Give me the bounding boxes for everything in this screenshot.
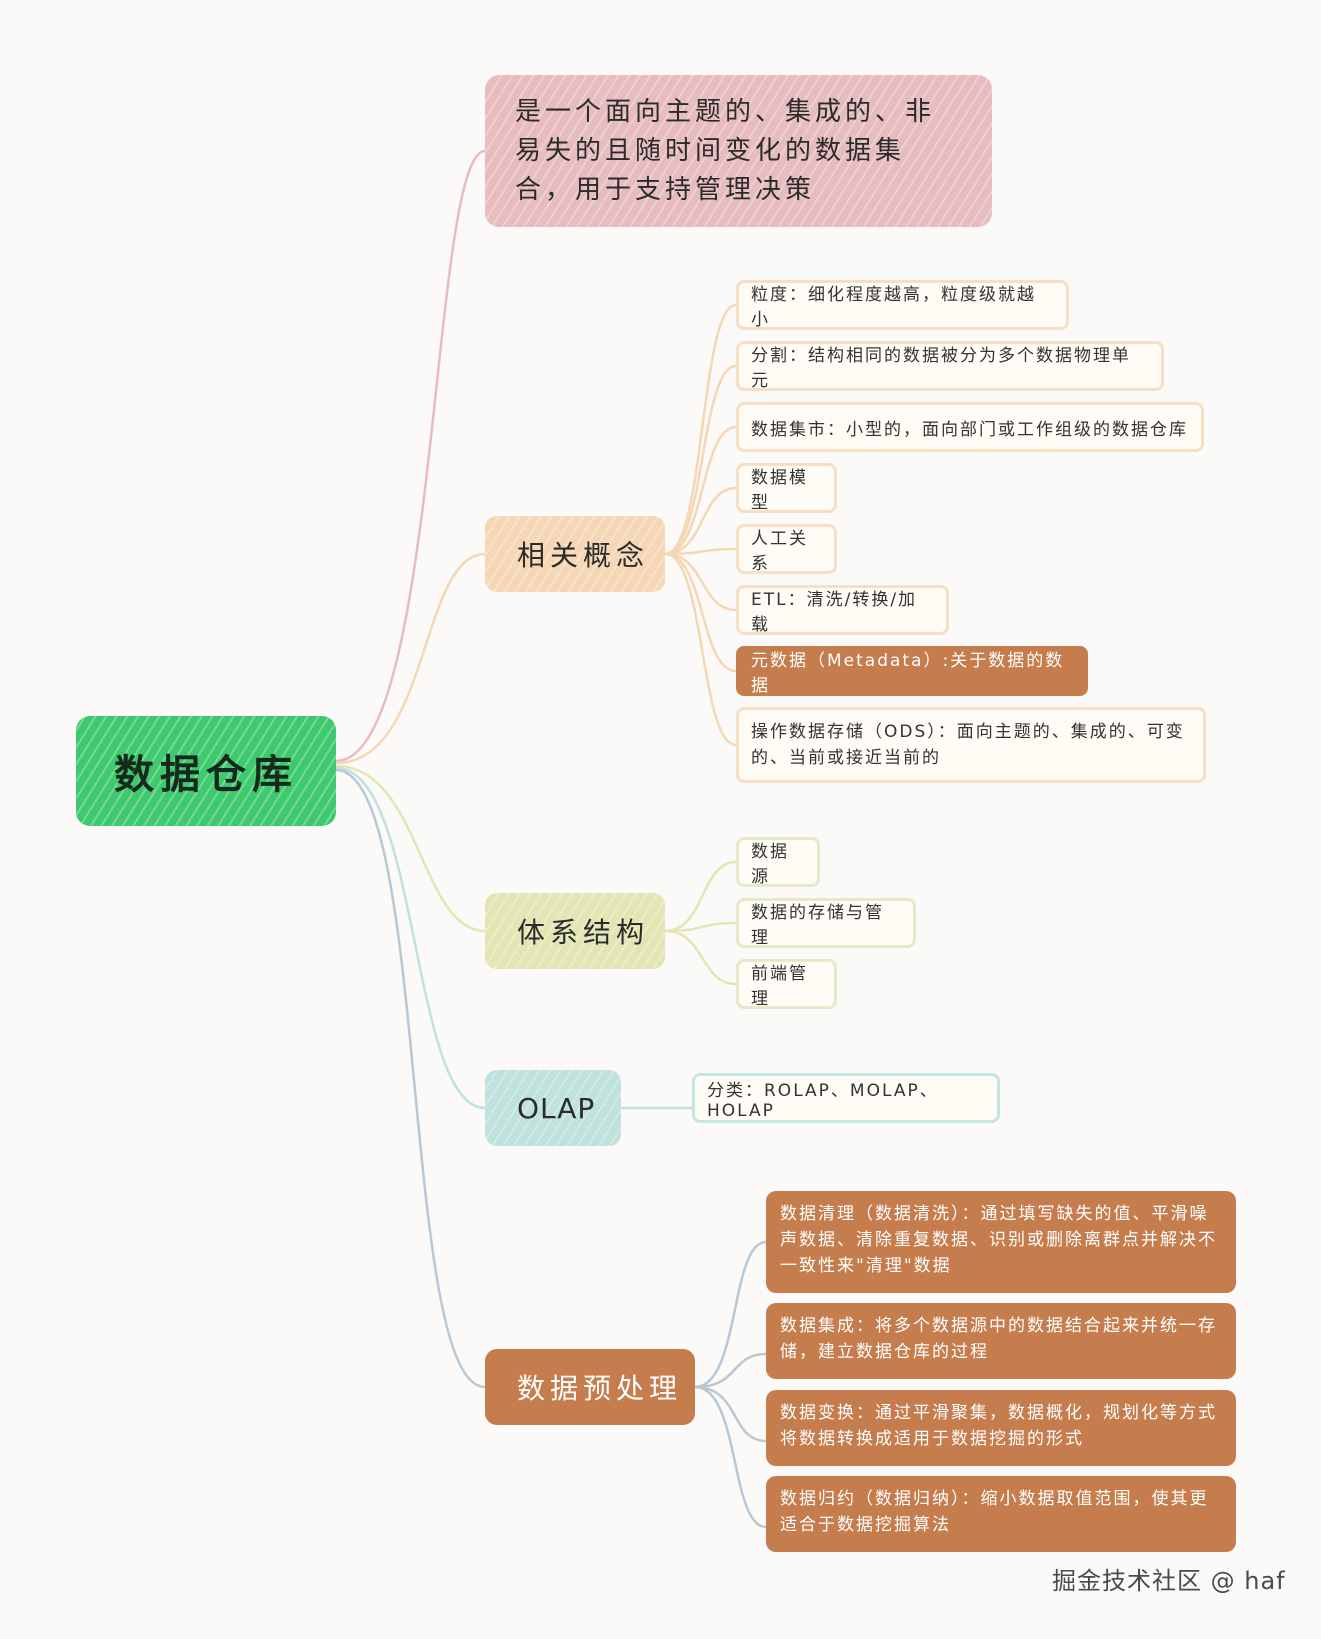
branch-preprocessing[interactable]: 数据预处理 — [485, 1349, 695, 1425]
concept-item-artificial-relation[interactable]: 人工关系 — [736, 524, 837, 574]
concept-item-ods[interactable]: 操作数据存储（ODS）：面向主题的、集成的、可变的、当前或接近当前的 — [736, 707, 1206, 783]
concept-item-label: 数据集市：小型的，面向部门或工作组级的数据仓库 — [751, 419, 1188, 440]
link-arch-0 — [663, 860, 738, 933]
branch-olap[interactable]: OLAP — [485, 1070, 621, 1146]
link-pre-1 — [693, 1352, 768, 1389]
link-concept-5 — [663, 552, 738, 612]
pre-item-label: 数据变换：通过平滑聚集，数据概化，规划化等方式将数据转换成适用于数据挖掘的形式 — [780, 1403, 1217, 1449]
concept-item-partition[interactable]: 分割：结构相同的数据被分为多个数据物理单元 — [736, 341, 1164, 391]
link-concept-3 — [663, 486, 738, 556]
branch-architecture-label: 体系结构 — [517, 916, 650, 949]
concept-item-granularity[interactable]: 粒度：细化程度越高，粒度级就越小 — [736, 280, 1069, 330]
link-concept-4 — [663, 547, 738, 556]
concept-item-label: ETL：清洗/转换/加载 — [751, 590, 918, 635]
link-concept-1 — [663, 364, 738, 556]
concept-item-metadata[interactable]: 元数据（Metadata）:关于数据的数据 — [736, 646, 1088, 696]
definition-text: 是一个面向主题的、集成的、非易失的且随时间变化的数据集合，用于支持管理决策 — [515, 96, 936, 205]
link-root-concepts — [334, 552, 487, 765]
branch-concepts[interactable]: 相关概念 — [485, 516, 665, 592]
branch-architecture[interactable]: 体系结构 — [485, 893, 665, 969]
pre-item-label: 数据清理（数据清洗）：通过填写缺失的值、平滑噪声数据、清除重复数据、识别或删除离… — [780, 1204, 1217, 1276]
link-pre-3 — [693, 1385, 768, 1529]
concept-item-data-model[interactable]: 数据模型 — [736, 463, 837, 513]
link-root-definition — [334, 149, 487, 763]
arch-item-label: 前端管理 — [751, 964, 808, 1009]
pre-item-label: 数据集成：将多个数据源中的数据结合起来并统一存储，建立数据仓库的过程 — [780, 1316, 1217, 1362]
olap-item-label: 分类：ROLAP、MOLAP、HOLAP — [707, 1080, 939, 1121]
arch-item-label: 数据源 — [751, 842, 789, 887]
link-concept-7 — [663, 552, 738, 747]
concept-item-data-mart[interactable]: 数据集市：小型的，面向部门或工作组级的数据仓库 — [736, 402, 1204, 452]
pre-item-integration[interactable]: 数据集成：将多个数据源中的数据结合起来并统一存储，建立数据仓库的过程 — [766, 1303, 1236, 1379]
link-root-olap — [334, 766, 487, 1110]
arch-item-data-source[interactable]: 数据源 — [736, 837, 820, 887]
definition-node[interactable]: 是一个面向主题的、集成的、非易失的且随时间变化的数据集合，用于支持管理决策 — [485, 75, 992, 227]
pre-item-reduction[interactable]: 数据归约（数据归纳）：缩小数据取值范围，使其更适合于数据挖掘算法 — [766, 1476, 1236, 1552]
root-node[interactable]: 数据仓库 — [76, 716, 336, 826]
link-root-architecture — [334, 764, 487, 933]
pre-item-transformation[interactable]: 数据变换：通过平滑聚集，数据概化，规划化等方式将数据转换成适用于数据挖掘的形式 — [766, 1390, 1236, 1466]
concept-item-label: 分割：结构相同的数据被分为多个数据物理单元 — [751, 346, 1131, 391]
arch-item-label: 数据的存储与管理 — [751, 903, 884, 948]
link-concept-0 — [663, 303, 738, 556]
pre-item-label: 数据归约（数据归纳）：缩小数据取值范围，使其更适合于数据挖掘算法 — [780, 1489, 1209, 1535]
link-arch-1 — [663, 921, 738, 933]
watermark: 掘金技术社区 @ haf — [1052, 1567, 1286, 1595]
branch-olap-label: OLAP — [517, 1091, 596, 1125]
link-pre-2 — [693, 1385, 768, 1443]
link-pre-0 — [693, 1240, 768, 1389]
branch-preprocessing-label: 数据预处理 — [517, 1372, 683, 1405]
arch-item-frontend[interactable]: 前端管理 — [736, 959, 837, 1009]
olap-item-classification[interactable]: 分类：ROLAP、MOLAP、HOLAP — [692, 1073, 1000, 1123]
concept-item-label: 粒度：细化程度越高，粒度级就越小 — [751, 285, 1036, 330]
concept-item-label: 元数据（Metadata）:关于数据的数据 — [751, 651, 1065, 696]
arch-item-storage[interactable]: 数据的存储与管理 — [736, 898, 916, 948]
root-label: 数据仓库 — [114, 752, 298, 798]
concept-item-label: 人工关系 — [751, 529, 808, 574]
concept-item-label: 数据模型 — [751, 468, 808, 513]
pre-item-cleaning[interactable]: 数据清理（数据清洗）：通过填写缺失的值、平滑噪声数据、清除重复数据、识别或删除离… — [766, 1191, 1236, 1293]
link-concept-6 — [663, 552, 738, 673]
link-root-preprocessing — [334, 768, 487, 1389]
link-arch-2 — [663, 929, 738, 986]
concept-item-label: 操作数据存储（ODS）：面向主题的、集成的、可变的、当前或接近当前的 — [751, 722, 1185, 768]
concept-item-etl[interactable]: ETL：清洗/转换/加载 — [736, 585, 949, 635]
link-concept-2 — [663, 425, 738, 556]
branch-concepts-label: 相关概念 — [517, 539, 650, 572]
